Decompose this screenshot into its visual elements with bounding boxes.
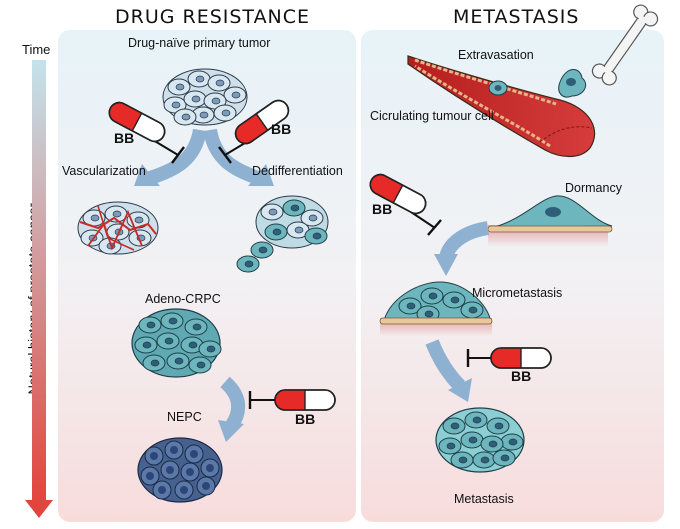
primary-tumor [162,68,248,126]
extravasation-label: Extravasation [458,48,534,62]
drug-label: BB [372,201,393,217]
dedifferentiation-label: Dedifferentiation [252,164,343,178]
arrow-to-metastasis [425,339,472,402]
drug-label: BB [271,121,292,137]
micrometastasis-label: Micrometastasis [472,286,563,300]
metastasis-header: METASTASIS [453,6,580,28]
arrow-to-nepc [218,376,246,442]
metastasis-tumor [435,407,525,473]
drug-resistance-header: DRUG RESISTANCE [115,6,311,28]
circulating-cell [488,80,508,96]
adeno-crpc-tumor [131,308,222,378]
metastasis-label: Metastasis [454,492,514,506]
dedifferentiated-tumor [236,195,329,273]
adeno-crpc-label: Adeno-CRPC [145,292,221,306]
drug-label: BB [511,368,532,384]
vascularization-label: Vascularization [62,164,146,178]
arrow-to-micromet [434,221,490,276]
micrometastasis [379,281,493,336]
nepc-label: NEPC [167,410,202,424]
dormant-cell [487,195,613,247]
drug-label: BB [114,130,135,146]
drug-label: BB [295,411,316,427]
branch-arrows [134,128,274,186]
time-label: Time [22,42,51,57]
blood-vessel [407,55,596,158]
extravasating-cell [558,69,587,98]
circulating-label: Cicrulating tumour cell [370,109,494,123]
pill-icon [274,389,336,411]
timeline-arrow [25,60,53,518]
bone-icon [591,4,659,86]
vascularized-tumor [77,201,159,255]
nepc-tumor [137,437,223,503]
dormancy-label: Dormancy [565,181,622,195]
primary-tumor-label: Drug-naïve primary tumor [128,36,271,50]
pill-icon [490,347,552,369]
